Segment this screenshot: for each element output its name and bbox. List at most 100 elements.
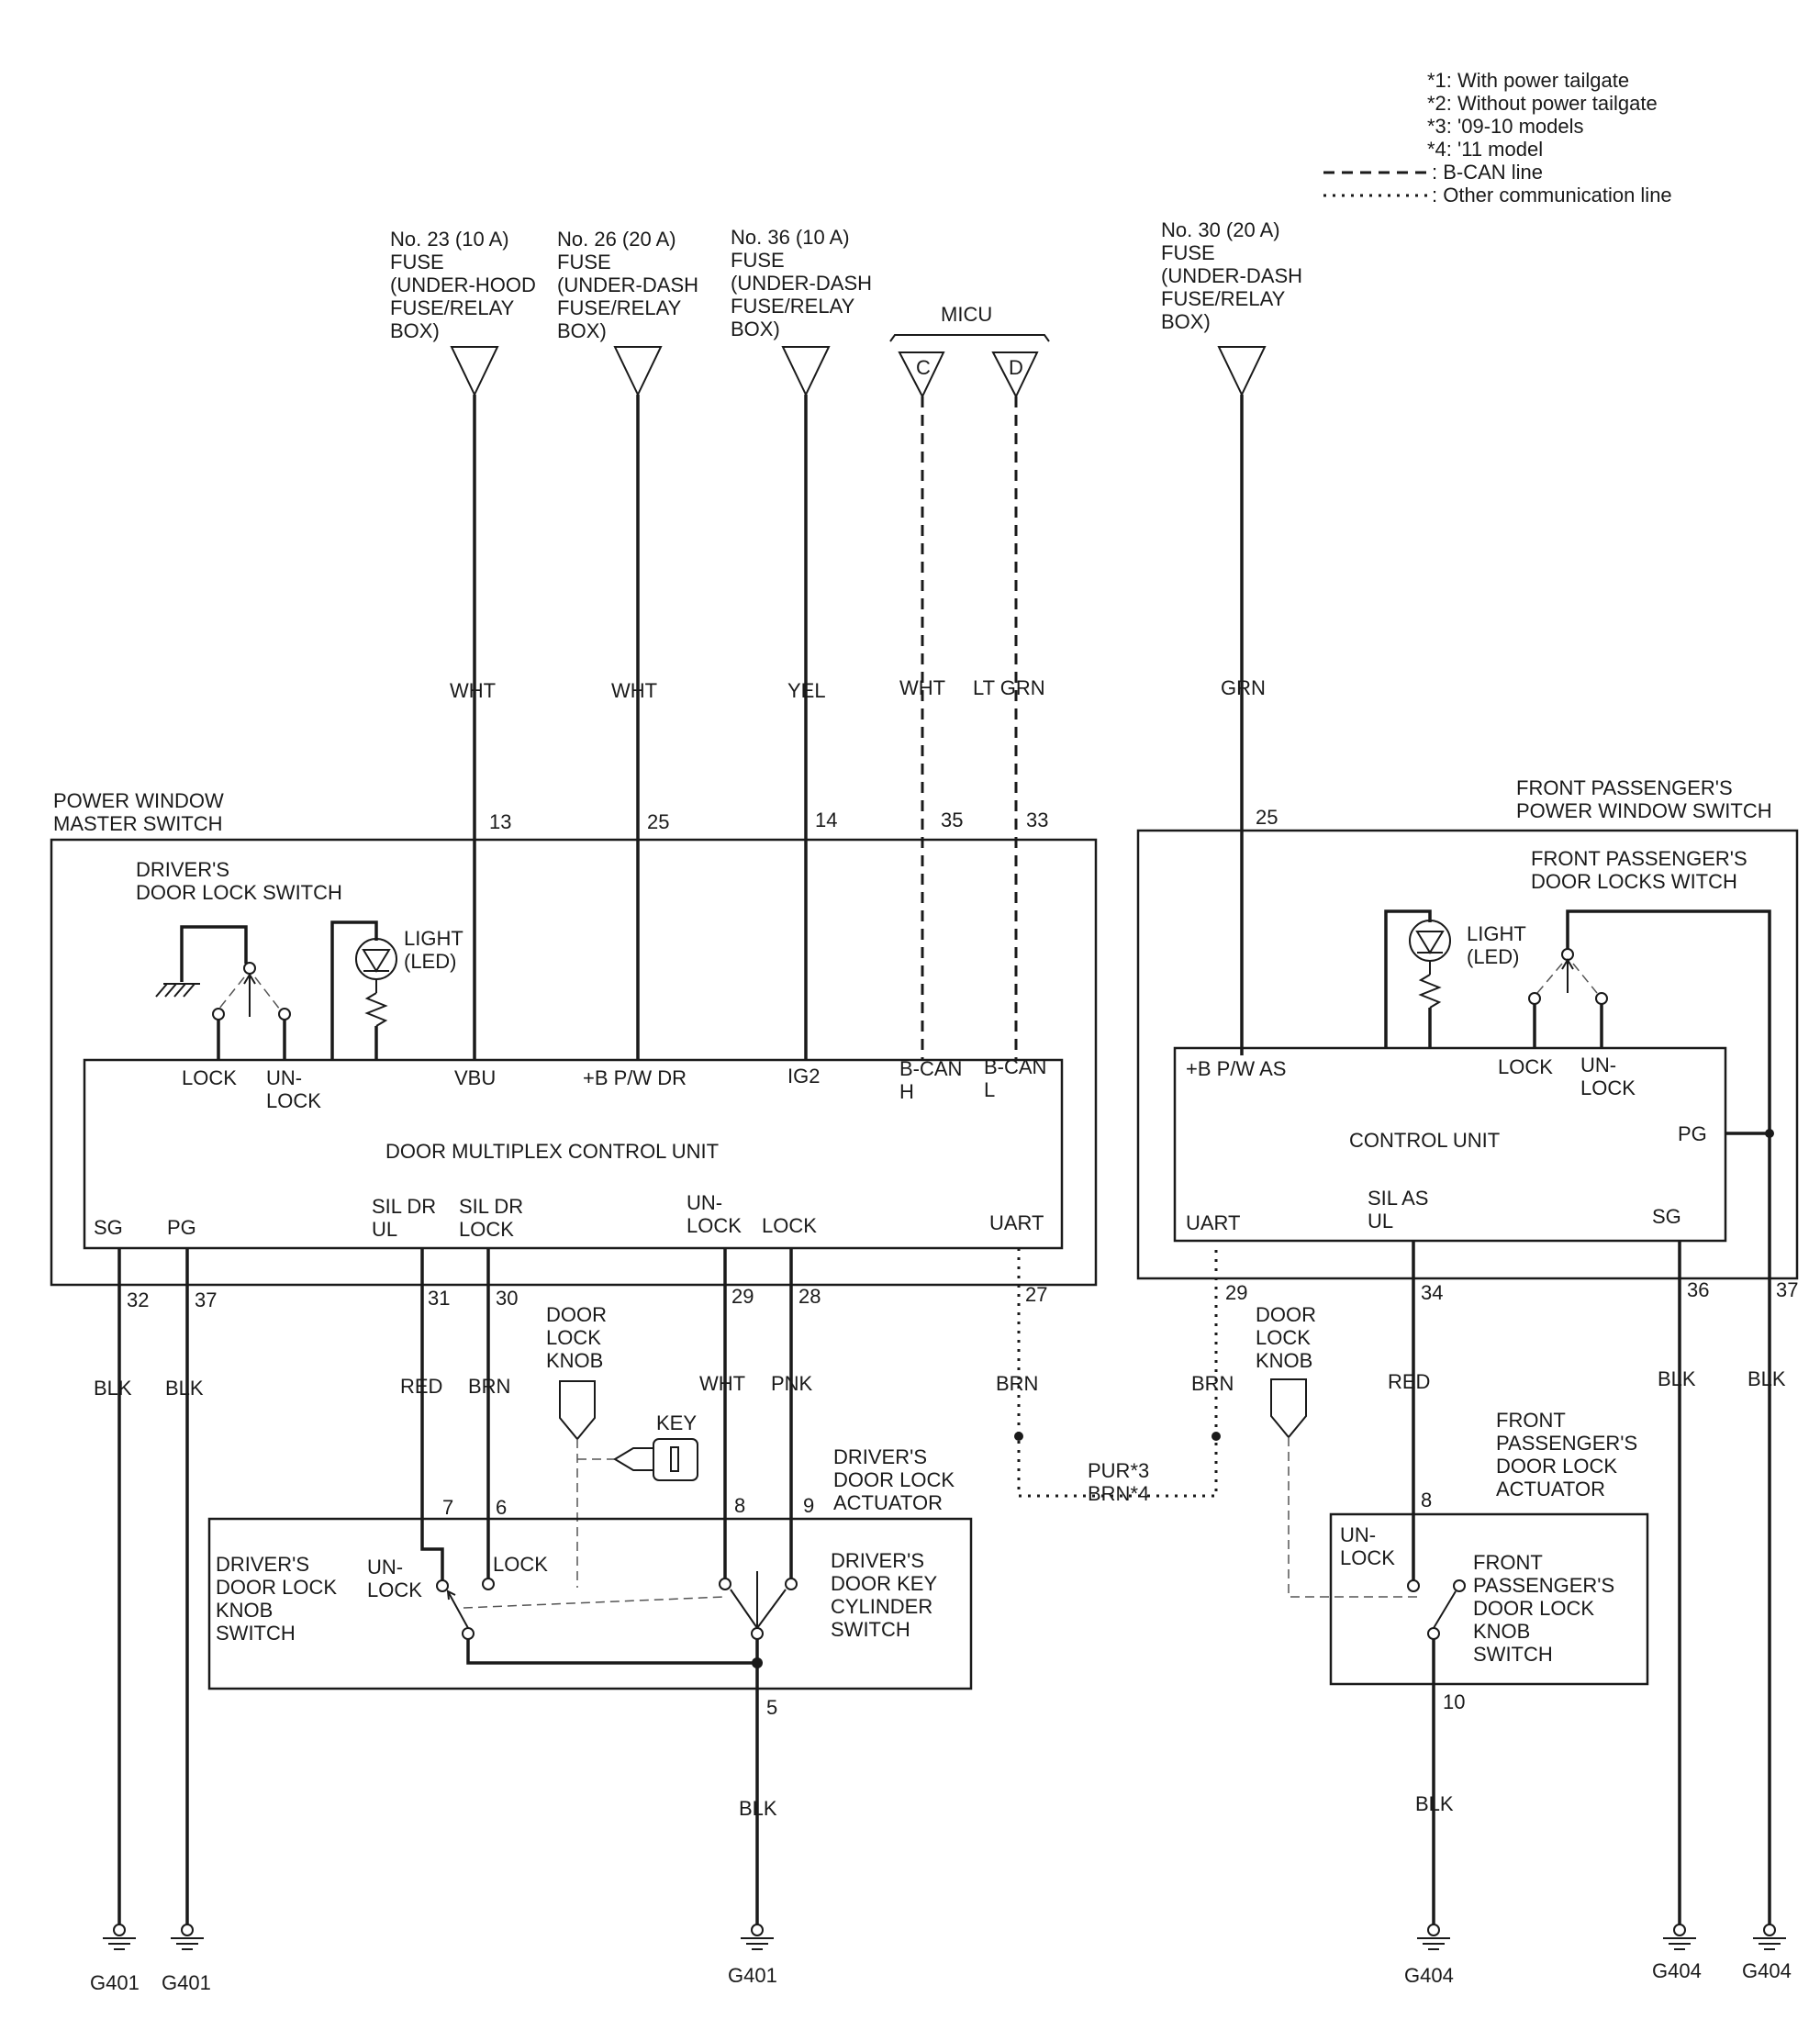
svg-text:LOCK: LOCK xyxy=(266,1089,321,1112)
svg-text:LOCK: LOCK xyxy=(1256,1326,1311,1349)
svg-text:ACTUATOR: ACTUATOR xyxy=(1496,1478,1605,1500)
wire-5-color: BLK xyxy=(739,1797,777,1820)
bcan-l-pin-label: B-CAN xyxy=(984,1055,1046,1078)
svg-text:SWITCH: SWITCH xyxy=(216,1622,296,1645)
ground-icon xyxy=(1663,1937,1696,1950)
svg-text:LOCK: LOCK xyxy=(1580,1076,1636,1099)
pin-37: 37 xyxy=(195,1288,217,1311)
passenger-actuator-box xyxy=(1329,1512,1649,1686)
legend-bcan-text: : B-CAN line xyxy=(1432,161,1543,184)
pin-29: 29 xyxy=(731,1285,754,1308)
svg-text:SWITCH: SWITCH xyxy=(831,1618,910,1641)
power-window-master-switch: POWER WINDOW MASTER SWITCH DRIVER'S DOOR… xyxy=(50,789,1098,1287)
micu-c-connector xyxy=(898,351,945,399)
passenger-led-icon xyxy=(1409,920,1451,962)
sil-dr-ul-pin-label: SIL DR xyxy=(372,1195,436,1218)
wire-33-color: LT GRN xyxy=(973,676,1045,699)
passenger-actuator-title: FRONT xyxy=(1496,1409,1566,1432)
svg-text:LOCK: LOCK xyxy=(546,1326,601,1349)
wire-34-color: RED xyxy=(1388,1370,1430,1393)
svg-text:No. 23 (10 A): No. 23 (10 A) xyxy=(390,228,509,251)
ground-icon xyxy=(171,1937,204,1950)
driver-knob-label: DOOR xyxy=(546,1303,607,1326)
svg-text:L: L xyxy=(984,1078,995,1101)
door-multiplex-control-unit-label: DOOR MULTIPLEX CONTROL UNIT xyxy=(385,1140,719,1163)
pin-13: 13 xyxy=(489,810,511,833)
drivers-actuator-title: DRIVER'S xyxy=(833,1445,927,1468)
drivers-door-lock-actuator: DOOR LOCK KNOB KEY DRIVER'S DOOR LOCK AC… xyxy=(207,1303,973,1925)
svg-text:(UNDER-DASH: (UNDER-DASH xyxy=(557,273,698,296)
passenger-pg-pin-label: PG xyxy=(1678,1122,1707,1145)
svg-text:BOX): BOX) xyxy=(557,319,607,342)
legend-other-text: : Other communication line xyxy=(1432,184,1672,206)
ground-g404-3: G404 xyxy=(1742,1924,1792,1982)
svg-text:FUSE: FUSE xyxy=(731,249,785,272)
master-switch-title: POWER WINDOW xyxy=(53,789,224,812)
driver-lock-label: LOCK xyxy=(493,1553,548,1576)
ground-g401-1: G401 xyxy=(90,1924,140,1994)
key-icon xyxy=(613,1447,654,1471)
wire-25-color: WHT xyxy=(611,679,657,702)
svg-text:(LED): (LED) xyxy=(404,950,456,973)
svg-text:KNOB: KNOB xyxy=(216,1599,273,1622)
legend: *1: With power tailgate *2: Without powe… xyxy=(1323,69,1672,206)
svg-text:SWITCH: SWITCH xyxy=(1473,1643,1553,1666)
svg-text:LOCK: LOCK xyxy=(459,1218,514,1241)
svg-text:G404: G404 xyxy=(1652,1959,1702,1982)
wire-pur-label: PUR*3 xyxy=(1088,1459,1149,1482)
fuse-36-triangle xyxy=(781,346,831,397)
svg-text:(LED): (LED) xyxy=(1467,945,1519,968)
wire-27-color: BRN xyxy=(996,1372,1038,1395)
sil-as-ul-pin-label: SIL AS xyxy=(1368,1187,1428,1210)
pin-28: 28 xyxy=(798,1285,821,1308)
svg-text:H: H xyxy=(899,1080,914,1103)
wire-37-color: BLK xyxy=(165,1377,204,1400)
door-multiplex-control-unit-box xyxy=(83,1058,1064,1250)
micu-label: MICU xyxy=(889,303,1050,342)
front-passenger-power-window-switch: FRONT PASSENGER'S POWER WINDOW SWITCH FR… xyxy=(1136,776,1799,1927)
svg-text:FUSE/RELAY: FUSE/RELAY xyxy=(557,296,682,319)
passenger-door-lock-knob-icon xyxy=(1270,1378,1307,1439)
pin-29b: 29 xyxy=(1225,1281,1247,1304)
bpw-as-pin-label: +B P/W AS xyxy=(1186,1057,1286,1080)
passenger-control-unit-box xyxy=(1173,1046,1727,1243)
ground-g401-3: G401 xyxy=(728,1924,777,1987)
svg-text:KNOB: KNOB xyxy=(1473,1620,1530,1643)
wire-28-color: PNK xyxy=(771,1372,813,1395)
ground-g404-2: G404 xyxy=(1652,1924,1702,1982)
svg-text:BOX): BOX) xyxy=(1161,310,1211,333)
bpw-dr-pin-label: +B P/W DR xyxy=(583,1066,687,1089)
passenger-uart-pin-label: UART xyxy=(1186,1211,1241,1234)
pin-a8: 8 xyxy=(734,1494,745,1517)
svg-text:No. 36 (10 A): No. 36 (10 A) xyxy=(731,226,850,249)
wire-29-color: WHT xyxy=(699,1372,745,1395)
svg-text:MICU: MICU xyxy=(941,303,992,326)
svg-text:LOCK: LOCK xyxy=(1340,1546,1395,1569)
pin-b10: 10 xyxy=(1443,1690,1465,1713)
master-lock-pin-label: LOCK xyxy=(182,1066,237,1089)
svg-text:(UNDER-HOOD: (UNDER-HOOD xyxy=(390,273,536,296)
wire-14-color: YEL xyxy=(787,679,826,702)
svg-text:No. 30 (20 A): No. 30 (20 A) xyxy=(1161,218,1280,241)
pin-32: 32 xyxy=(127,1288,149,1311)
ground-icon xyxy=(1417,1937,1450,1950)
wire-brn-label: BRN*4 xyxy=(1088,1482,1149,1505)
svg-text:G401: G401 xyxy=(90,1971,140,1994)
micu-d-connector xyxy=(991,351,1039,399)
passenger-lock-pin-label: LOCK xyxy=(1498,1055,1553,1078)
wire-35-color: WHT xyxy=(899,676,945,699)
fuse-26-triangle xyxy=(613,346,663,397)
key-label: KEY xyxy=(656,1411,697,1434)
pin-31: 31 xyxy=(428,1287,450,1310)
wire-32-color: BLK xyxy=(94,1377,132,1400)
wire-27-29-uart xyxy=(1017,1248,1218,1498)
bcan-h-pin-label: B-CAN xyxy=(899,1057,962,1080)
svg-text:PASSENGER'S: PASSENGER'S xyxy=(1473,1574,1614,1597)
drivers-knob-switch-label: DRIVER'S xyxy=(216,1553,309,1576)
legend-note-3: *3: '09-10 models xyxy=(1427,115,1584,138)
svg-text:G404: G404 xyxy=(1404,1964,1454,1987)
pin-a7: 7 xyxy=(442,1496,453,1519)
micu-c-letter: C xyxy=(916,356,931,379)
wire-37b-color: BLK xyxy=(1747,1367,1786,1390)
